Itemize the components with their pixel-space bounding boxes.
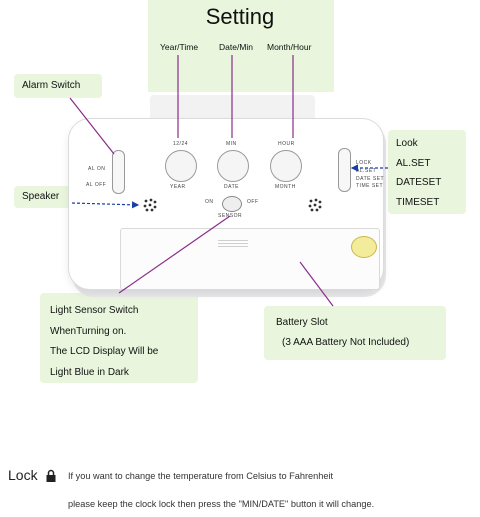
sensor-on-label: ON bbox=[205, 199, 214, 205]
look-list: Look AL.SET DATESET TIMESET bbox=[396, 134, 441, 212]
light-sensor-line: Light Sensor Switch bbox=[50, 305, 139, 316]
button-label-year: YEAR bbox=[170, 184, 186, 190]
alarm-switch-callout bbox=[14, 74, 102, 98]
button-label-min: MIN bbox=[226, 141, 237, 147]
column-label-year-time: Year/Time bbox=[160, 42, 199, 52]
left-speaker-grille-icon bbox=[143, 198, 157, 212]
light-sensor-text: Light Sensor Switch WhenTurning on. The … bbox=[50, 301, 158, 383]
look-callout bbox=[388, 130, 466, 214]
lock-note-label: Lock bbox=[8, 467, 38, 483]
function-switch-option: DATE SET bbox=[356, 175, 385, 182]
setting-title: Setting bbox=[205, 4, 275, 29]
function-switch[interactable] bbox=[338, 148, 351, 192]
button-label-12-24: 12/24 bbox=[173, 141, 189, 147]
light-sensor-line: WhenTurning on. bbox=[50, 325, 127, 337]
right-speaker-grille-icon bbox=[308, 198, 322, 212]
alarm-off-label: AL OFF bbox=[86, 182, 107, 188]
battery-line: (3 AAA Battery Not Included) bbox=[282, 337, 410, 348]
month-hour-button[interactable] bbox=[270, 150, 302, 182]
button-label-date: DATE bbox=[224, 184, 239, 190]
alarm-on-label: AL ON bbox=[88, 166, 106, 172]
light-sensor-line: Light Blue in Dark bbox=[50, 366, 129, 378]
lock-note-line-2: please keep the clock lock then press th… bbox=[68, 499, 375, 509]
alarm-switch[interactable] bbox=[112, 150, 125, 194]
light-sensor-callout bbox=[40, 293, 198, 383]
speaker-callout bbox=[14, 186, 72, 208]
button-label-hour: HOUR bbox=[278, 141, 295, 147]
year-time-button[interactable] bbox=[165, 150, 197, 182]
battery-line: Battery Slot bbox=[276, 317, 328, 328]
light-sensor-line: The LCD Display Will be bbox=[50, 346, 159, 357]
battery-cover bbox=[120, 228, 380, 290]
look-item: AL.SET bbox=[396, 157, 431, 169]
speaker-label: Speaker bbox=[22, 191, 60, 202]
battery-sticker bbox=[351, 236, 377, 258]
look-item: DATESET bbox=[396, 177, 442, 188]
function-switch-option: TIME SET bbox=[356, 183, 384, 190]
function-switch-option: AL.SET bbox=[356, 167, 377, 174]
look-item: Look bbox=[396, 138, 418, 149]
battery-callout bbox=[264, 306, 446, 360]
button-label-month: MONTH bbox=[275, 184, 296, 190]
function-switch-option: LOCK bbox=[356, 160, 372, 166]
setting-panel bbox=[148, 0, 334, 92]
battery-text: Battery Slot (3 AAA Battery Not Included… bbox=[276, 313, 409, 353]
padlock-icon bbox=[46, 469, 56, 482]
column-label-month-hour: Month/Hour bbox=[267, 42, 312, 52]
alarm-switch-label: Alarm Switch bbox=[22, 80, 81, 91]
sensor-off-label: OFF bbox=[247, 199, 259, 205]
look-item: TIMESET bbox=[396, 196, 440, 208]
lock-note-line-1: If you want to change the temperature fr… bbox=[68, 471, 334, 481]
column-label-date-min: Date/Min bbox=[219, 42, 254, 52]
battery-cover-grip bbox=[218, 240, 248, 250]
date-min-button[interactable] bbox=[217, 150, 249, 182]
function-switch-labels: LOCK AL.SET DATE SET TIME SET bbox=[356, 160, 384, 191]
sensor-switch[interactable] bbox=[222, 196, 242, 212]
